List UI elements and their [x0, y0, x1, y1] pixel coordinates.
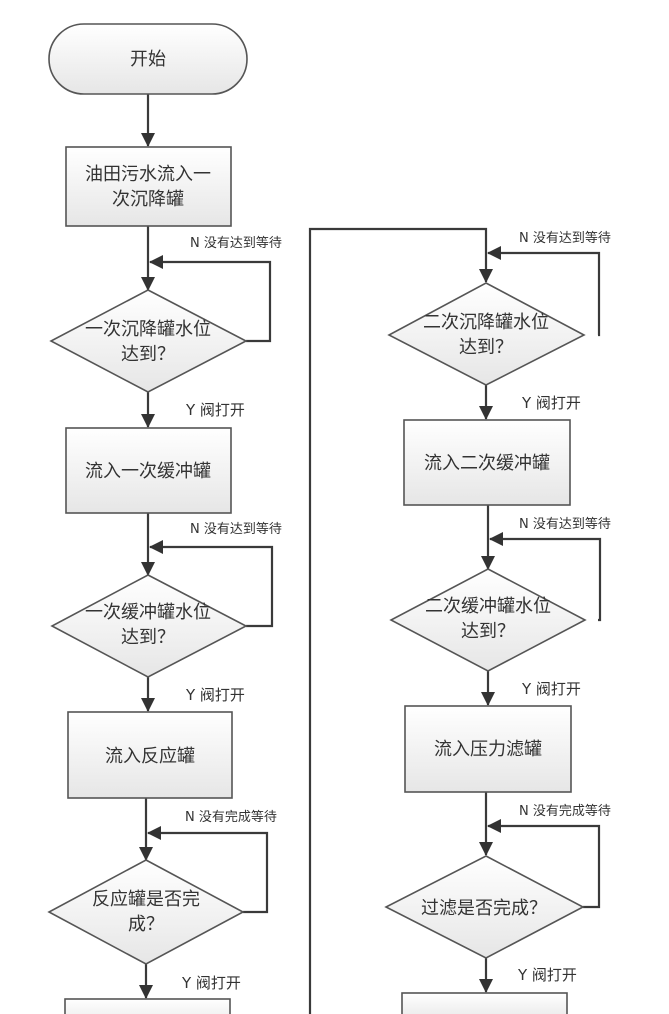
node-d3-text-line2: 成？ [128, 914, 164, 935]
edge-d5-loop [489, 532, 602, 622]
node-n5-text: 流入二次缓冲罐 [424, 453, 550, 474]
node-d5-text-line1: 二次缓冲罐水位 [425, 596, 551, 617]
edge-label-d1-yes: Y 阀打开 [185, 401, 245, 419]
edge-label-d6-yes: Y 阀打开 [517, 966, 577, 984]
node-n6-text: 流入压力滤罐 [434, 739, 542, 760]
edge-label-d3-yes: Y 阀打开 [181, 974, 241, 992]
node-n1-text-line2: 次沉降罐 [112, 189, 184, 210]
edge-d1-loop [149, 255, 272, 343]
edge-label-d3-no: N 没有完成等待 [185, 809, 277, 825]
edge-label-d5-no: N 没有达到等待 [519, 516, 611, 532]
node-n1-text-line1: 油田污水流入一 [85, 164, 211, 185]
edge-labels: N 没有达到等待 Y 阀打开 N 没有达到等待 Y 阀打开 N 没有完成等待 Y… [181, 230, 611, 992]
node-d5: 二次缓冲罐水位 达到？ [389, 568, 587, 672]
node-d2-text-line1: 一次缓冲罐水位 [85, 602, 211, 623]
edge-label-d2-no: N 没有达到等待 [190, 521, 282, 537]
node-d3: 反应罐是否完 成？ [47, 859, 245, 965]
node-d2: 一次缓冲罐水位 达到？ [50, 574, 248, 678]
node-d4: 二次沉降罐水位 达到？ [387, 282, 586, 386]
node-n2-text: 流入一次缓冲罐 [85, 461, 211, 482]
edges [139, 94, 602, 1014]
node-d2-text-line2: 达到？ [121, 627, 175, 648]
edge-label-d2-yes: Y 阀打开 [185, 686, 245, 704]
edge-d4-loop [487, 246, 601, 337]
edge-label-d4-no: N 没有达到等待 [519, 230, 611, 246]
node-n6: 流入压力滤罐 [404, 705, 572, 793]
node-n2: 流入一次缓冲罐 [65, 427, 232, 514]
node-n4 [64, 998, 231, 1014]
node-n5: 流入二次缓冲罐 [403, 419, 571, 506]
node-d6: 过滤是否完成？ [384, 855, 585, 959]
node-start: 开始 [48, 23, 248, 95]
node-d1: 一次沉降罐水位 达到？ [49, 289, 248, 393]
node-d6-text: 过滤是否完成？ [421, 898, 547, 919]
edge-label-d6-no: N 没有完成等待 [519, 803, 611, 819]
edge-d6-loop [487, 819, 601, 909]
node-n1: 油田污水流入一 次沉降罐 [65, 146, 232, 227]
node-d4-text-line2: 达到？ [459, 337, 513, 358]
node-n3: 流入反应罐 [67, 711, 233, 799]
node-n7 [401, 992, 568, 1014]
edge-connector-to-d4 [308, 227, 493, 1014]
node-start-text: 开始 [130, 49, 166, 70]
node-d5-text-line2: 达到？ [461, 621, 515, 642]
edge-d2-loop [149, 540, 274, 628]
node-d3-text-line1: 反应罐是否完 [92, 889, 200, 910]
edge-label-d5-yes: Y 阀打开 [521, 680, 581, 698]
node-d4-text-line1: 二次沉降罐水位 [423, 312, 549, 333]
node-d1-text-line1: 一次沉降罐水位 [85, 319, 211, 340]
edge-d3-loop [147, 826, 269, 914]
edge-label-d4-yes: Y 阀打开 [521, 394, 581, 412]
node-n3-text: 流入反应罐 [105, 746, 195, 767]
edge-label-d1-no: N 没有达到等待 [190, 235, 282, 251]
node-d1-text-line2: 达到？ [121, 344, 175, 365]
